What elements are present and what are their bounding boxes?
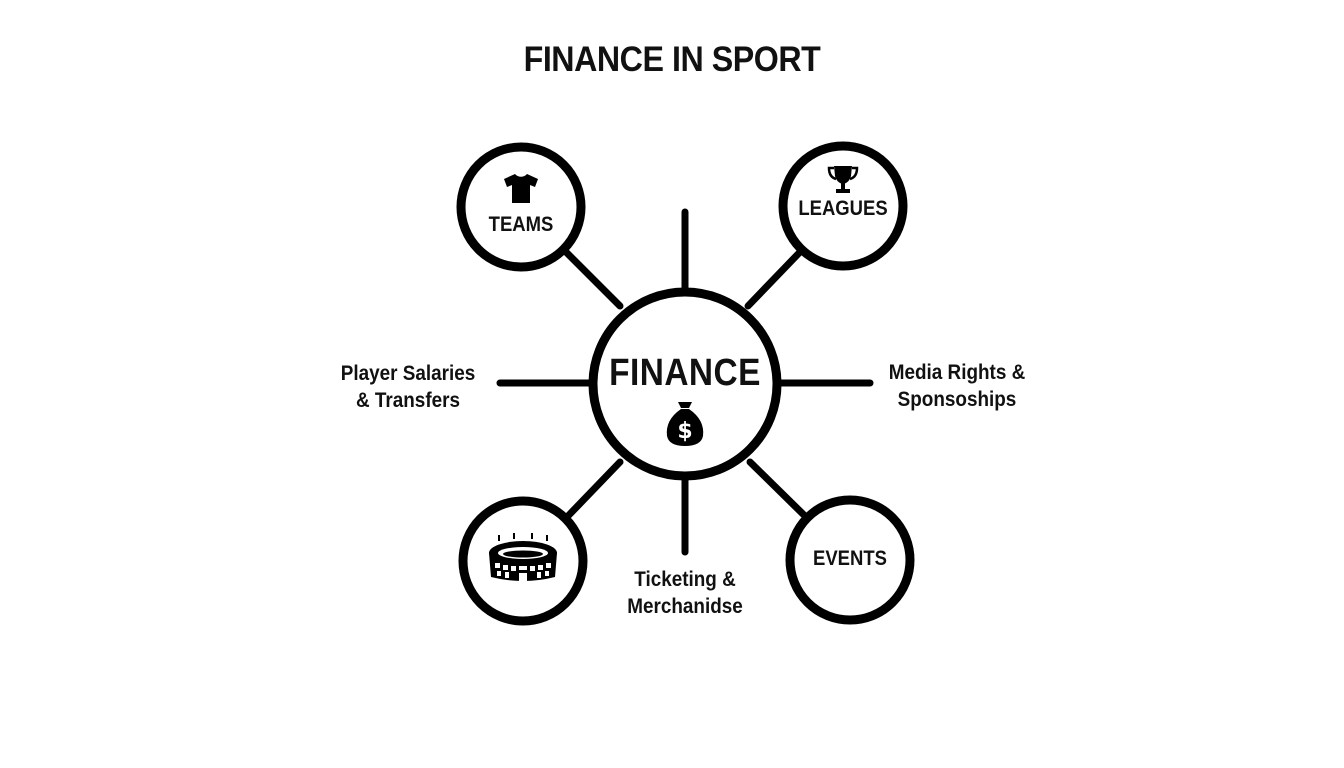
spoke-events [746, 458, 809, 520]
spoke-label-right-line2: Sponsoships [897, 388, 1017, 411]
node-label-leagues: LEAGUES [798, 197, 888, 220]
spoke-label-bottom-line2: Merchanidse [627, 595, 743, 618]
spoke-label-bottom: Ticketing & Merchanidse [604, 566, 766, 620]
node-circle-events [785, 495, 915, 625]
center-label: FINANCE [609, 352, 761, 394]
spoke-label-right-line1: Media Rights & [888, 361, 1026, 384]
trophy-icon [827, 166, 859, 193]
spoke-label-left: Player Salaries & Transfers [327, 360, 489, 414]
stadium-icon [489, 533, 557, 581]
node-label-teams: TEAMS [488, 213, 554, 236]
center-circle [588, 287, 782, 481]
spoke-teams [562, 248, 624, 310]
node-circle-teams [456, 142, 586, 272]
money-bag-icon: $ [666, 402, 704, 446]
spoke-leagues [744, 248, 804, 310]
spoke-label-right: Media Rights & Sponsoships [876, 359, 1038, 413]
spoke-label-bottom-line1: Ticketing & [634, 568, 736, 591]
spoke-label-left-line2: & Transfers [355, 389, 461, 412]
tshirt-icon [504, 173, 538, 203]
node-label-events: EVENTS [813, 547, 887, 570]
spoke-label-left-line1: Player Salaries [340, 362, 476, 385]
svg-text:$: $ [677, 419, 692, 444]
diagram-title: FINANCE IN SPORT [523, 40, 821, 79]
spoke-venues [564, 458, 624, 520]
node-circle-leagues [778, 141, 908, 271]
